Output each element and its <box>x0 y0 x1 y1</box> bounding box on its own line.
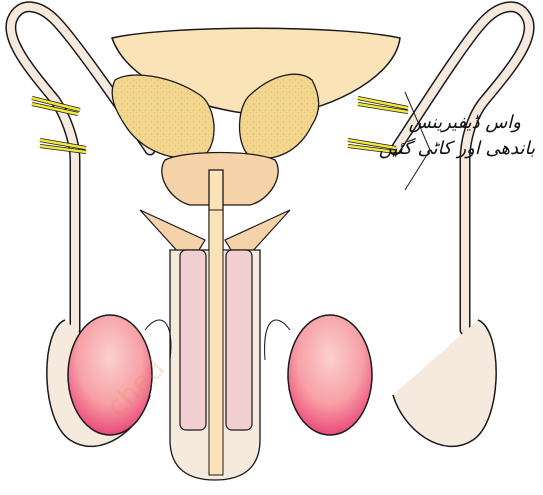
epididymis-right <box>393 320 496 446</box>
label-tied-and-cut: باندھی اور کاٹی گئیں <box>379 138 535 159</box>
scrotum-outline-right <box>265 320 290 360</box>
ligature-upper-right <box>358 98 408 112</box>
erectile-tissue-left <box>180 250 206 430</box>
erectile-tissue-right <box>226 250 252 430</box>
testis-right <box>288 315 372 435</box>
ligature-lower-left <box>40 140 86 152</box>
label-vas-deferens: واس ڈیفیرینس <box>409 112 521 133</box>
